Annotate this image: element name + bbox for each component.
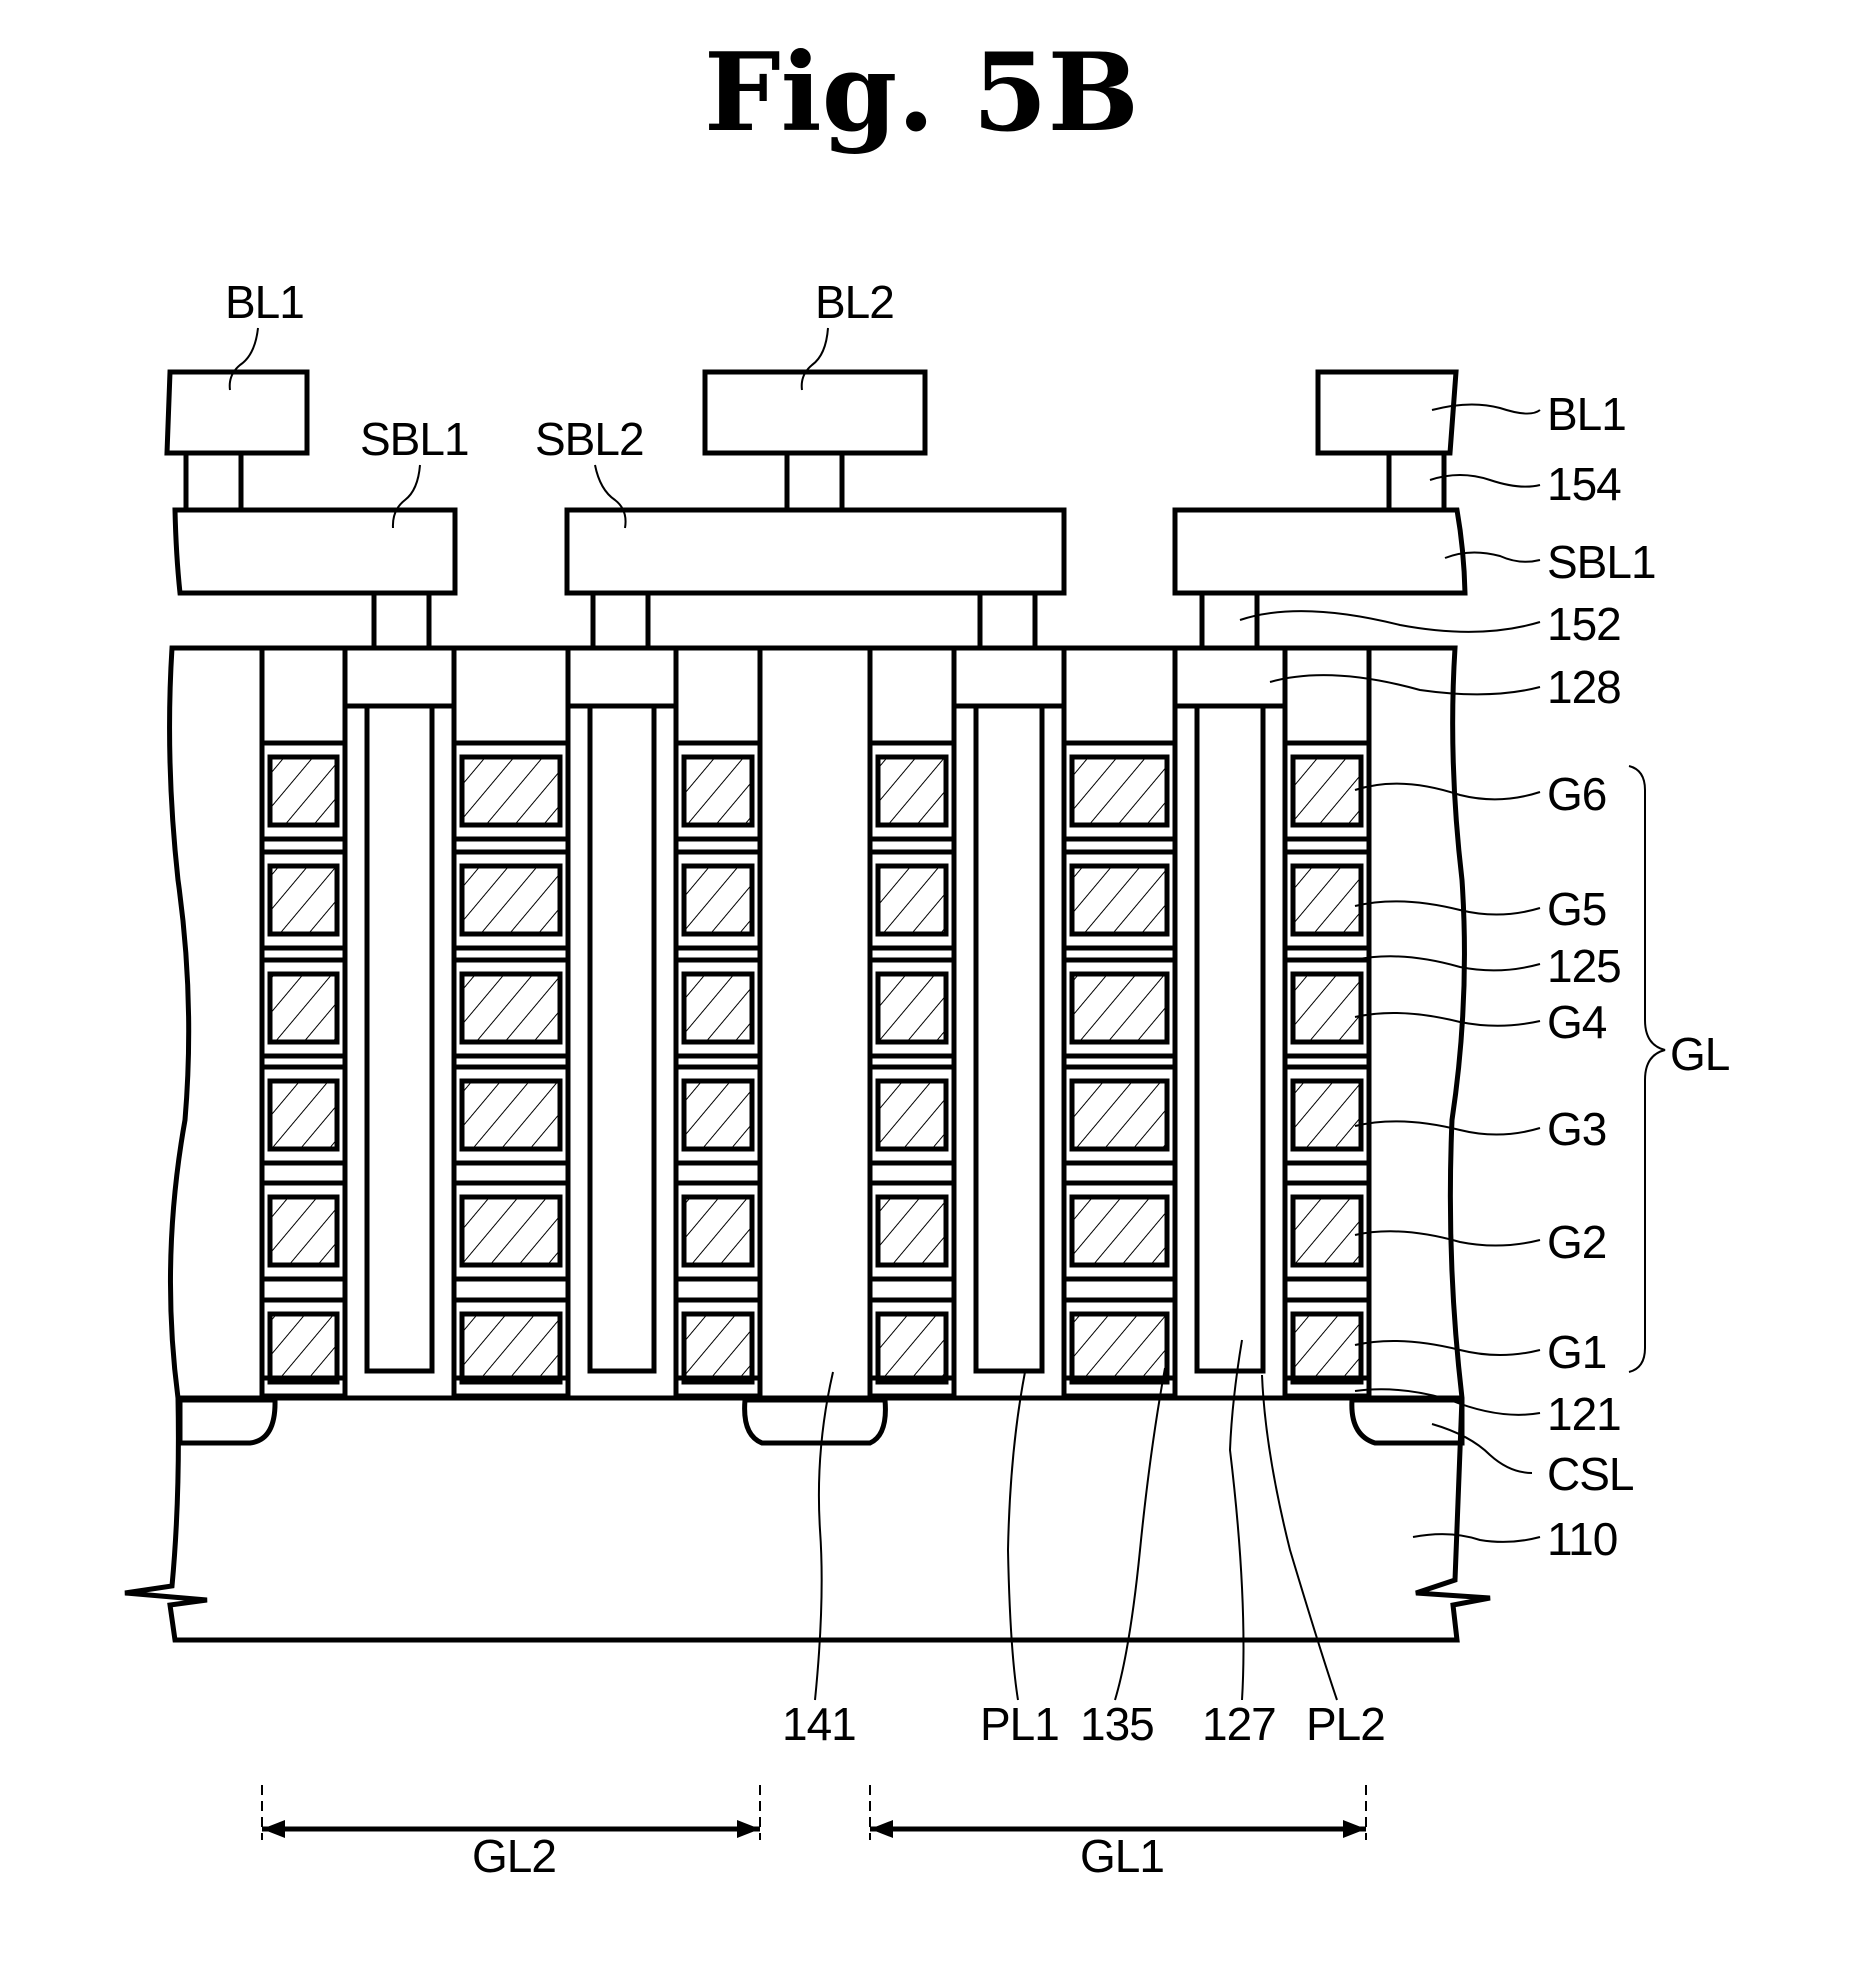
label-128: 128 [1547, 661, 1621, 713]
label-g3: G3 [1547, 1103, 1606, 1155]
filling-insulator-127 [976, 706, 1042, 1371]
label-csl: CSL [1547, 1448, 1634, 1500]
label-127: 127 [1202, 1698, 1276, 1750]
gate-electrode-g3 [1072, 1081, 1167, 1149]
label-gl: GL [1670, 1028, 1730, 1080]
label-135: 135 [1080, 1698, 1154, 1750]
bit-line-bl2 [705, 372, 925, 453]
label-pl2: PL2 [1306, 1698, 1385, 1750]
label-g1: G1 [1547, 1326, 1606, 1378]
gate-electrode-g4 [878, 974, 946, 1042]
dimension-gl1: GL1 [870, 1785, 1366, 1882]
gate-electrode-g3 [1293, 1081, 1361, 1149]
gate-electrode-g1 [270, 1314, 337, 1382]
gate-electrode-g1 [462, 1314, 560, 1382]
separation-insulator-141 [760, 648, 870, 1398]
contact-152-2 [593, 593, 648, 648]
label-152: 152 [1547, 598, 1621, 650]
gate-electrode-g3 [878, 1081, 946, 1149]
label-g2: G2 [1547, 1216, 1606, 1268]
gate-electrode-g2 [878, 1197, 946, 1265]
filling-insulator-127 [367, 706, 432, 1371]
gate-electrode-g1 [684, 1314, 752, 1382]
label-bl2-top: BL2 [815, 276, 894, 328]
contact-154-right [1389, 453, 1444, 510]
sub-bit-line-sbl1-right [1175, 510, 1465, 593]
label-125: 125 [1547, 940, 1621, 992]
contact-152-3 [980, 593, 1035, 648]
gate-electrode-g6 [462, 757, 560, 825]
gate-electrode-g2 [270, 1197, 337, 1265]
sub-bit-line-sbl2 [567, 510, 1064, 593]
sub-bit-line-sbl1-left [175, 510, 455, 593]
gate-electrode-g5 [878, 866, 946, 934]
gate-electrode-g4 [684, 974, 752, 1042]
gate-electrode-g3 [270, 1081, 337, 1149]
label-g5: G5 [1547, 883, 1606, 935]
gate-electrode-g6 [684, 757, 752, 825]
label-110: 110 [1547, 1513, 1617, 1565]
filling-insulator-127 [1197, 706, 1263, 1371]
label-sbl1-top: SBL1 [360, 413, 469, 465]
gate-electrode-g6 [270, 757, 337, 825]
gate-electrode-g1 [1072, 1314, 1167, 1382]
gate-electrode-g6 [878, 757, 946, 825]
gate-electrode-g6 [1293, 757, 1361, 825]
gate-electrode-g5 [1072, 866, 1167, 934]
contact-154-left [186, 453, 241, 510]
gate-electrode-g3 [462, 1081, 560, 1149]
gate-electrode-g3 [684, 1081, 752, 1149]
label-121: 121 [1547, 1388, 1621, 1440]
contact-154-center [787, 453, 842, 510]
label-gl2: GL2 [472, 1830, 556, 1882]
gate-electrode-g5 [270, 866, 337, 934]
figure-title: Fig. 5B [704, 30, 1139, 156]
label-bl1-right: BL1 [1547, 388, 1626, 440]
label-gl1: GL1 [1080, 1830, 1164, 1882]
bit-line-bl1-left [167, 372, 307, 453]
gate-electrode-g4 [1072, 974, 1167, 1042]
gate-electrode-g2 [1072, 1197, 1167, 1265]
gate-electrode-g5 [1293, 866, 1361, 934]
gate-electrode-g4 [462, 974, 560, 1042]
gate-electrode-g2 [684, 1197, 752, 1265]
gate-electrode-g6 [1072, 757, 1167, 825]
label-sbl2-top: SBL2 [535, 413, 644, 465]
label-154: 154 [1547, 458, 1621, 510]
gate-electrode-g1 [878, 1314, 946, 1382]
gate-electrode-g5 [462, 866, 560, 934]
label-g4: G4 [1547, 996, 1607, 1048]
contact-152-4 [1202, 593, 1257, 648]
gate-electrode-g2 [462, 1197, 560, 1265]
gate-electrode-g1 [1293, 1314, 1361, 1382]
bit-line-bl1-right [1318, 372, 1456, 453]
gate-electrode-g4 [270, 974, 337, 1042]
label-sbl1-right: SBL1 [1547, 536, 1656, 588]
gl-brace [1629, 766, 1665, 1372]
label-pl1: PL1 [980, 1698, 1059, 1750]
label-141: 141 [782, 1698, 856, 1750]
gate-electrode-g4 [1293, 974, 1361, 1042]
label-bl1-top: BL1 [225, 276, 304, 328]
filling-insulator-127 [590, 706, 654, 1371]
dimension-gl2: GL2 [262, 1785, 760, 1882]
gate-electrode-g2 [1293, 1197, 1361, 1265]
contact-152-1 [374, 593, 429, 648]
gate-electrode-g5 [684, 866, 752, 934]
label-g6: G6 [1547, 768, 1606, 820]
